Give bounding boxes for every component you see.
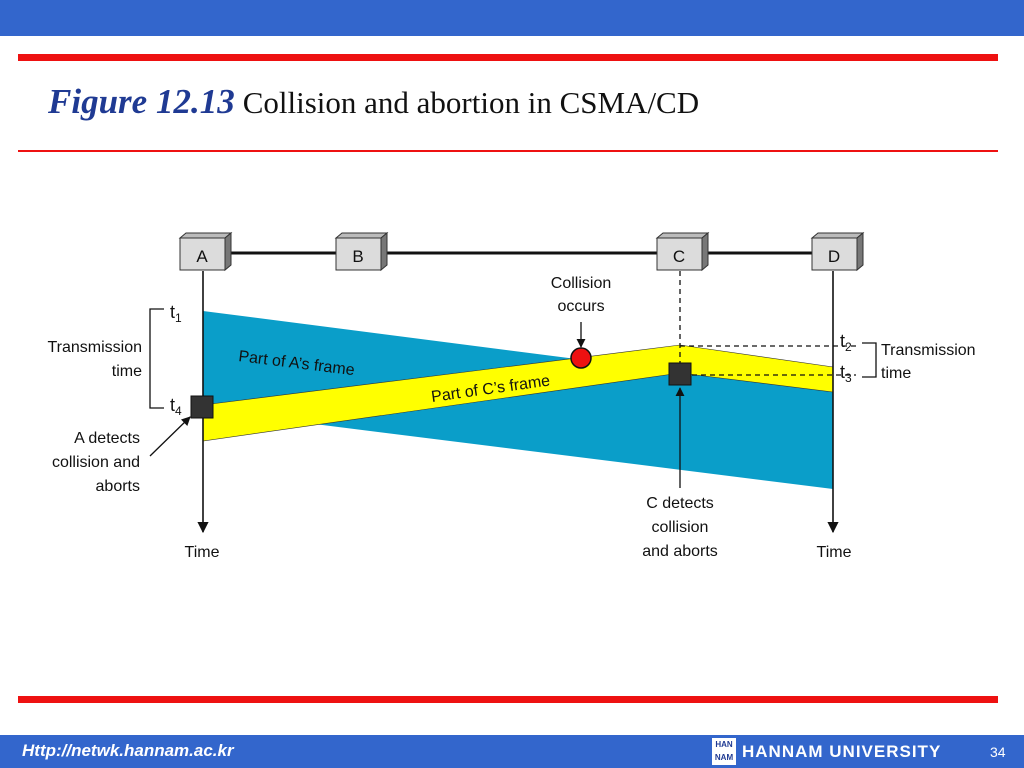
station-a-label: A xyxy=(196,247,208,266)
a-detects-line2: collision and xyxy=(52,454,140,471)
c-detects-line1: C detects xyxy=(646,495,714,512)
left-tx-bracket xyxy=(149,308,164,409)
university-name: HANNAM UNIVERSITY xyxy=(742,742,942,761)
station-d: D xyxy=(810,231,865,272)
c-detect-marker xyxy=(668,362,692,386)
left-tx-time-line1: Transmission xyxy=(47,339,142,356)
c-detects-line3: and aborts xyxy=(642,543,718,560)
a-detect-marker xyxy=(190,395,214,419)
right-tx-time-line2: time xyxy=(881,365,911,382)
collision-label-line1: Collision xyxy=(551,275,611,292)
footer-url[interactable]: Http://netwk.hannam.ac.kr xyxy=(22,741,234,760)
station-a: A xyxy=(178,231,233,272)
t4-label: t4 xyxy=(170,395,182,418)
footer-bar: Http://netwk.hannam.ac.kr HAN NAM HANNAM… xyxy=(0,735,1024,768)
collision-point xyxy=(570,347,592,369)
top-red-rule xyxy=(18,54,998,61)
station-c: C xyxy=(655,231,710,272)
page-number: 34 xyxy=(990,744,1006,760)
right-tx-time-line1: Transmission xyxy=(881,342,976,359)
station-b-label: B xyxy=(352,247,363,266)
frame-a-band xyxy=(203,311,833,489)
university-logo-icon: HAN NAM xyxy=(712,738,736,765)
time-label-right: Time xyxy=(817,544,852,561)
figure-number: Figure 12.13 xyxy=(48,82,235,121)
a-detects-line3: aborts xyxy=(96,478,140,495)
collision-label-line2: occurs xyxy=(557,298,604,315)
a-detects-line1: A detects xyxy=(74,430,140,447)
time-label-left: Time xyxy=(185,544,220,561)
a-detects-arrow xyxy=(149,416,191,457)
t2-label: t2 xyxy=(840,331,852,354)
station-d-label: D xyxy=(828,247,840,266)
station-b: B xyxy=(334,231,389,272)
figure-caption: Collision and abortion in CSMA/CD xyxy=(242,85,700,120)
t3-label: t3 xyxy=(840,362,852,385)
bottom-red-rule xyxy=(18,696,998,703)
station-c-label: C xyxy=(673,247,685,266)
c-detects-line2: collision xyxy=(652,519,709,536)
top-bar xyxy=(0,0,1024,36)
right-tx-bracket xyxy=(862,342,877,378)
title-underline xyxy=(18,150,998,152)
left-tx-time-line2: time xyxy=(112,363,142,380)
t1-label: t1 xyxy=(170,302,182,325)
